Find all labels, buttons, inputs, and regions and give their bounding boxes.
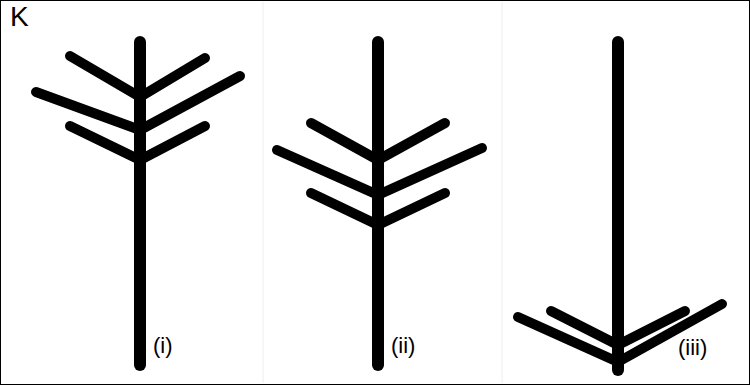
trunk [372,42,384,365]
branch [140,126,205,160]
figure-number: (iii) [676,336,709,360]
panel-divider [502,2,503,383]
figure-number: (ii) [389,334,417,358]
branch [378,148,482,195]
branch [518,317,618,362]
branch [36,92,140,130]
branch [378,193,445,225]
branch [618,304,722,362]
branch [140,58,205,97]
trunk [612,42,624,370]
branch [311,193,378,225]
branch [140,76,240,130]
branch [70,56,140,97]
branch [70,126,140,160]
panel-divider [263,2,264,383]
branch [378,123,445,160]
branch [311,123,378,160]
figure-number: (i) [151,334,175,358]
part-letter: K [8,2,31,33]
branch [277,150,378,195]
